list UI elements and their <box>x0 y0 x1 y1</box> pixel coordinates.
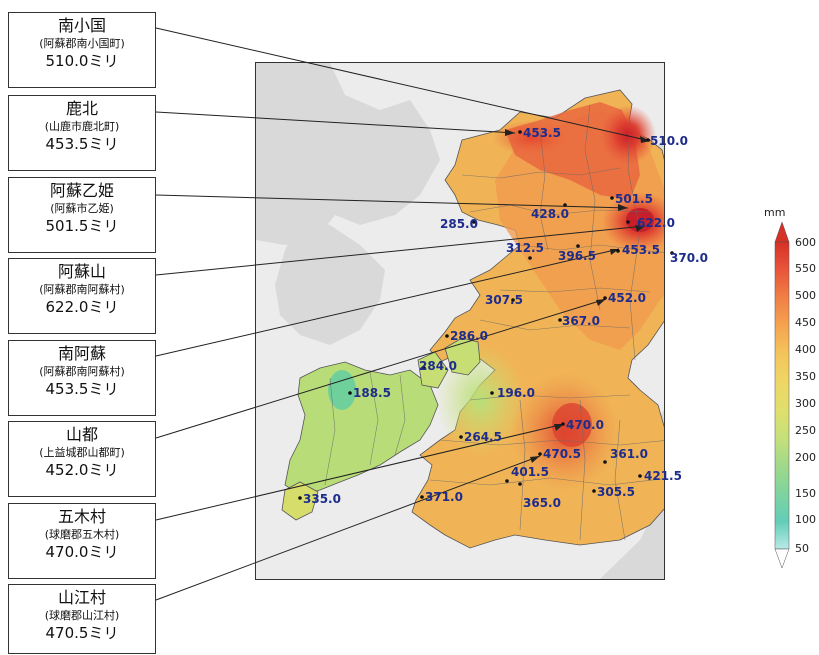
station-points <box>298 130 674 500</box>
callout-name: 山江村 <box>57 588 106 607</box>
callout-location: (阿蘇郡南阿蘇村) <box>39 365 125 378</box>
station-label: 284.0 <box>419 359 457 373</box>
callout-name: 南小国 <box>57 16 106 35</box>
station-label: 396.5 <box>558 249 596 263</box>
rain-zone-minamioguni <box>600 105 656 165</box>
colorbar-tick: 250 <box>795 424 816 437</box>
station-label: 361.0 <box>610 447 648 461</box>
callout-itsuki: 五木村 (球磨郡五木村) 470.0ミリ <box>8 503 156 579</box>
callout-value: 470.5ミリ <box>45 624 119 642</box>
station-label: 365.0 <box>523 496 561 510</box>
station-label: 371.0 <box>425 490 463 504</box>
colorbar-tick: 200 <box>795 451 816 464</box>
colorbar-ticks: 600 550 500 450 400 350 300 250 200 150 … <box>795 236 816 555</box>
callout-minamiaso: 南阿蘇 (阿蘇郡南阿蘇村) 453.5ミリ <box>8 340 156 416</box>
station-label: 305.5 <box>597 485 635 499</box>
callout-name: 山都 <box>65 425 98 444</box>
callout-name: 南阿蘇 <box>57 344 106 363</box>
callout-value: 452.0ミリ <box>45 461 119 479</box>
callout-name: 鹿北 <box>65 99 98 118</box>
callout-location: (阿蘇郡南小国町) <box>39 37 125 50</box>
nagashima-island <box>281 481 319 521</box>
callout-minamioguni: 南小国 (阿蘇郡南小国町) 510.0ミリ <box>8 12 156 88</box>
station-label: 188.5 <box>353 386 391 400</box>
callout-value: 470.0ミリ <box>45 543 119 561</box>
rain-zone-low <box>328 370 356 410</box>
callout-asosan: 阿蘇山 (阿蘇郡南阿蘇村) 622.0ミリ <box>8 258 156 334</box>
callout-location: (球磨郡山江村) <box>44 609 120 622</box>
station-label: 285.0 <box>440 217 478 231</box>
callout-name: 阿蘇乙姫 <box>49 181 114 200</box>
station-label: 286.0 <box>450 329 488 343</box>
station-label-itsuki: 470.0 <box>566 418 604 432</box>
landmass-background <box>600 410 664 579</box>
colorbar-top-arrow <box>774 221 790 243</box>
amakusa-island <box>284 361 439 496</box>
station-label: 401.5 <box>511 465 549 479</box>
station-label: 370.0 <box>670 251 708 265</box>
station-label: 421.5 <box>644 469 682 483</box>
colorbar-tick: 150 <box>795 487 816 500</box>
station-label-minamioguni: 510.0 <box>650 134 688 148</box>
colorbar-tick: 300 <box>795 397 816 410</box>
station-label: 307.5 <box>485 293 523 307</box>
colorbar-tick: 450 <box>795 316 816 329</box>
callout-value: 510.0ミリ <box>45 52 119 70</box>
station-label: 196.0 <box>497 386 535 400</box>
colorbar-tick: 550 <box>795 262 816 275</box>
rain-zone-aso-core <box>626 208 654 232</box>
station-labels: 453.5 510.0 501.5 428.0 622.0 285.0 312.… <box>303 126 708 510</box>
callout-yamae: 山江村 (球磨郡山江村) 470.5ミリ <box>8 584 156 654</box>
colorbar-tick: 500 <box>795 289 816 302</box>
map-area <box>256 63 664 579</box>
colorbar-tick: 600 <box>795 236 816 249</box>
callout-location: (阿蘇市乙姫) <box>50 202 114 215</box>
station-label-yamae: 470.5 <box>543 447 581 461</box>
station-label: 428.0 <box>531 207 569 221</box>
rain-zone-itsuki <box>552 403 592 447</box>
station-label-yamato: 452.0 <box>608 291 646 305</box>
amakusa-island-small <box>417 351 449 389</box>
callout-name: 阿蘇山 <box>57 262 106 281</box>
station-label-kahoku: 453.5 <box>523 126 561 140</box>
colorbar-bottom-arrow <box>774 548 790 569</box>
amakusa-island-small <box>444 337 481 376</box>
leader-lines <box>155 27 651 601</box>
station-label-aso-otohime: 501.5 <box>615 192 653 206</box>
colorbar-scale <box>774 241 790 550</box>
colorbar-tick: 50 <box>795 542 809 555</box>
station-label: 312.5 <box>506 241 544 255</box>
callout-kahoku: 鹿北 (山鹿市鹿北町) 453.5ミリ <box>8 95 156 171</box>
station-label: 335.0 <box>303 492 341 506</box>
callout-aso-otohime: 阿蘇乙姫 (阿蘇市乙姫) 501.5ミリ <box>8 177 156 253</box>
callout-yamato: 山都 (上益城郡山都町) 452.0ミリ <box>8 421 156 497</box>
callout-value: 622.0ミリ <box>45 298 119 316</box>
callout-name: 五木村 <box>57 507 106 526</box>
colorbar: mm 600 550 500 450 400 350 300 250 200 1… <box>764 206 816 569</box>
callout-value: 453.5ミリ <box>45 135 119 153</box>
landmass-background <box>275 220 385 345</box>
callout-location: (上益城郡山都町) <box>39 446 125 459</box>
station-label: 367.0 <box>562 314 600 328</box>
colorbar-tick: 400 <box>795 343 816 356</box>
colorbar-tick: 350 <box>795 370 816 383</box>
callout-location: (山鹿市鹿北町) <box>44 120 120 133</box>
rain-zone-kahoku <box>492 120 572 156</box>
colorbar-unit: mm <box>764 206 785 219</box>
station-label-asosan: 622.0 <box>637 216 675 230</box>
colorbar-tick: 100 <box>795 513 816 526</box>
callout-value: 453.5ミリ <box>45 380 119 398</box>
station-label-minamiaso: 453.5 <box>622 243 660 257</box>
callout-location: (球磨郡五木村) <box>44 528 120 541</box>
landmass-background <box>256 63 440 245</box>
station-label: 264.5 <box>464 430 502 444</box>
callout-location: (阿蘇郡南阿蘇村) <box>39 283 125 296</box>
callout-value: 501.5ミリ <box>45 217 119 235</box>
